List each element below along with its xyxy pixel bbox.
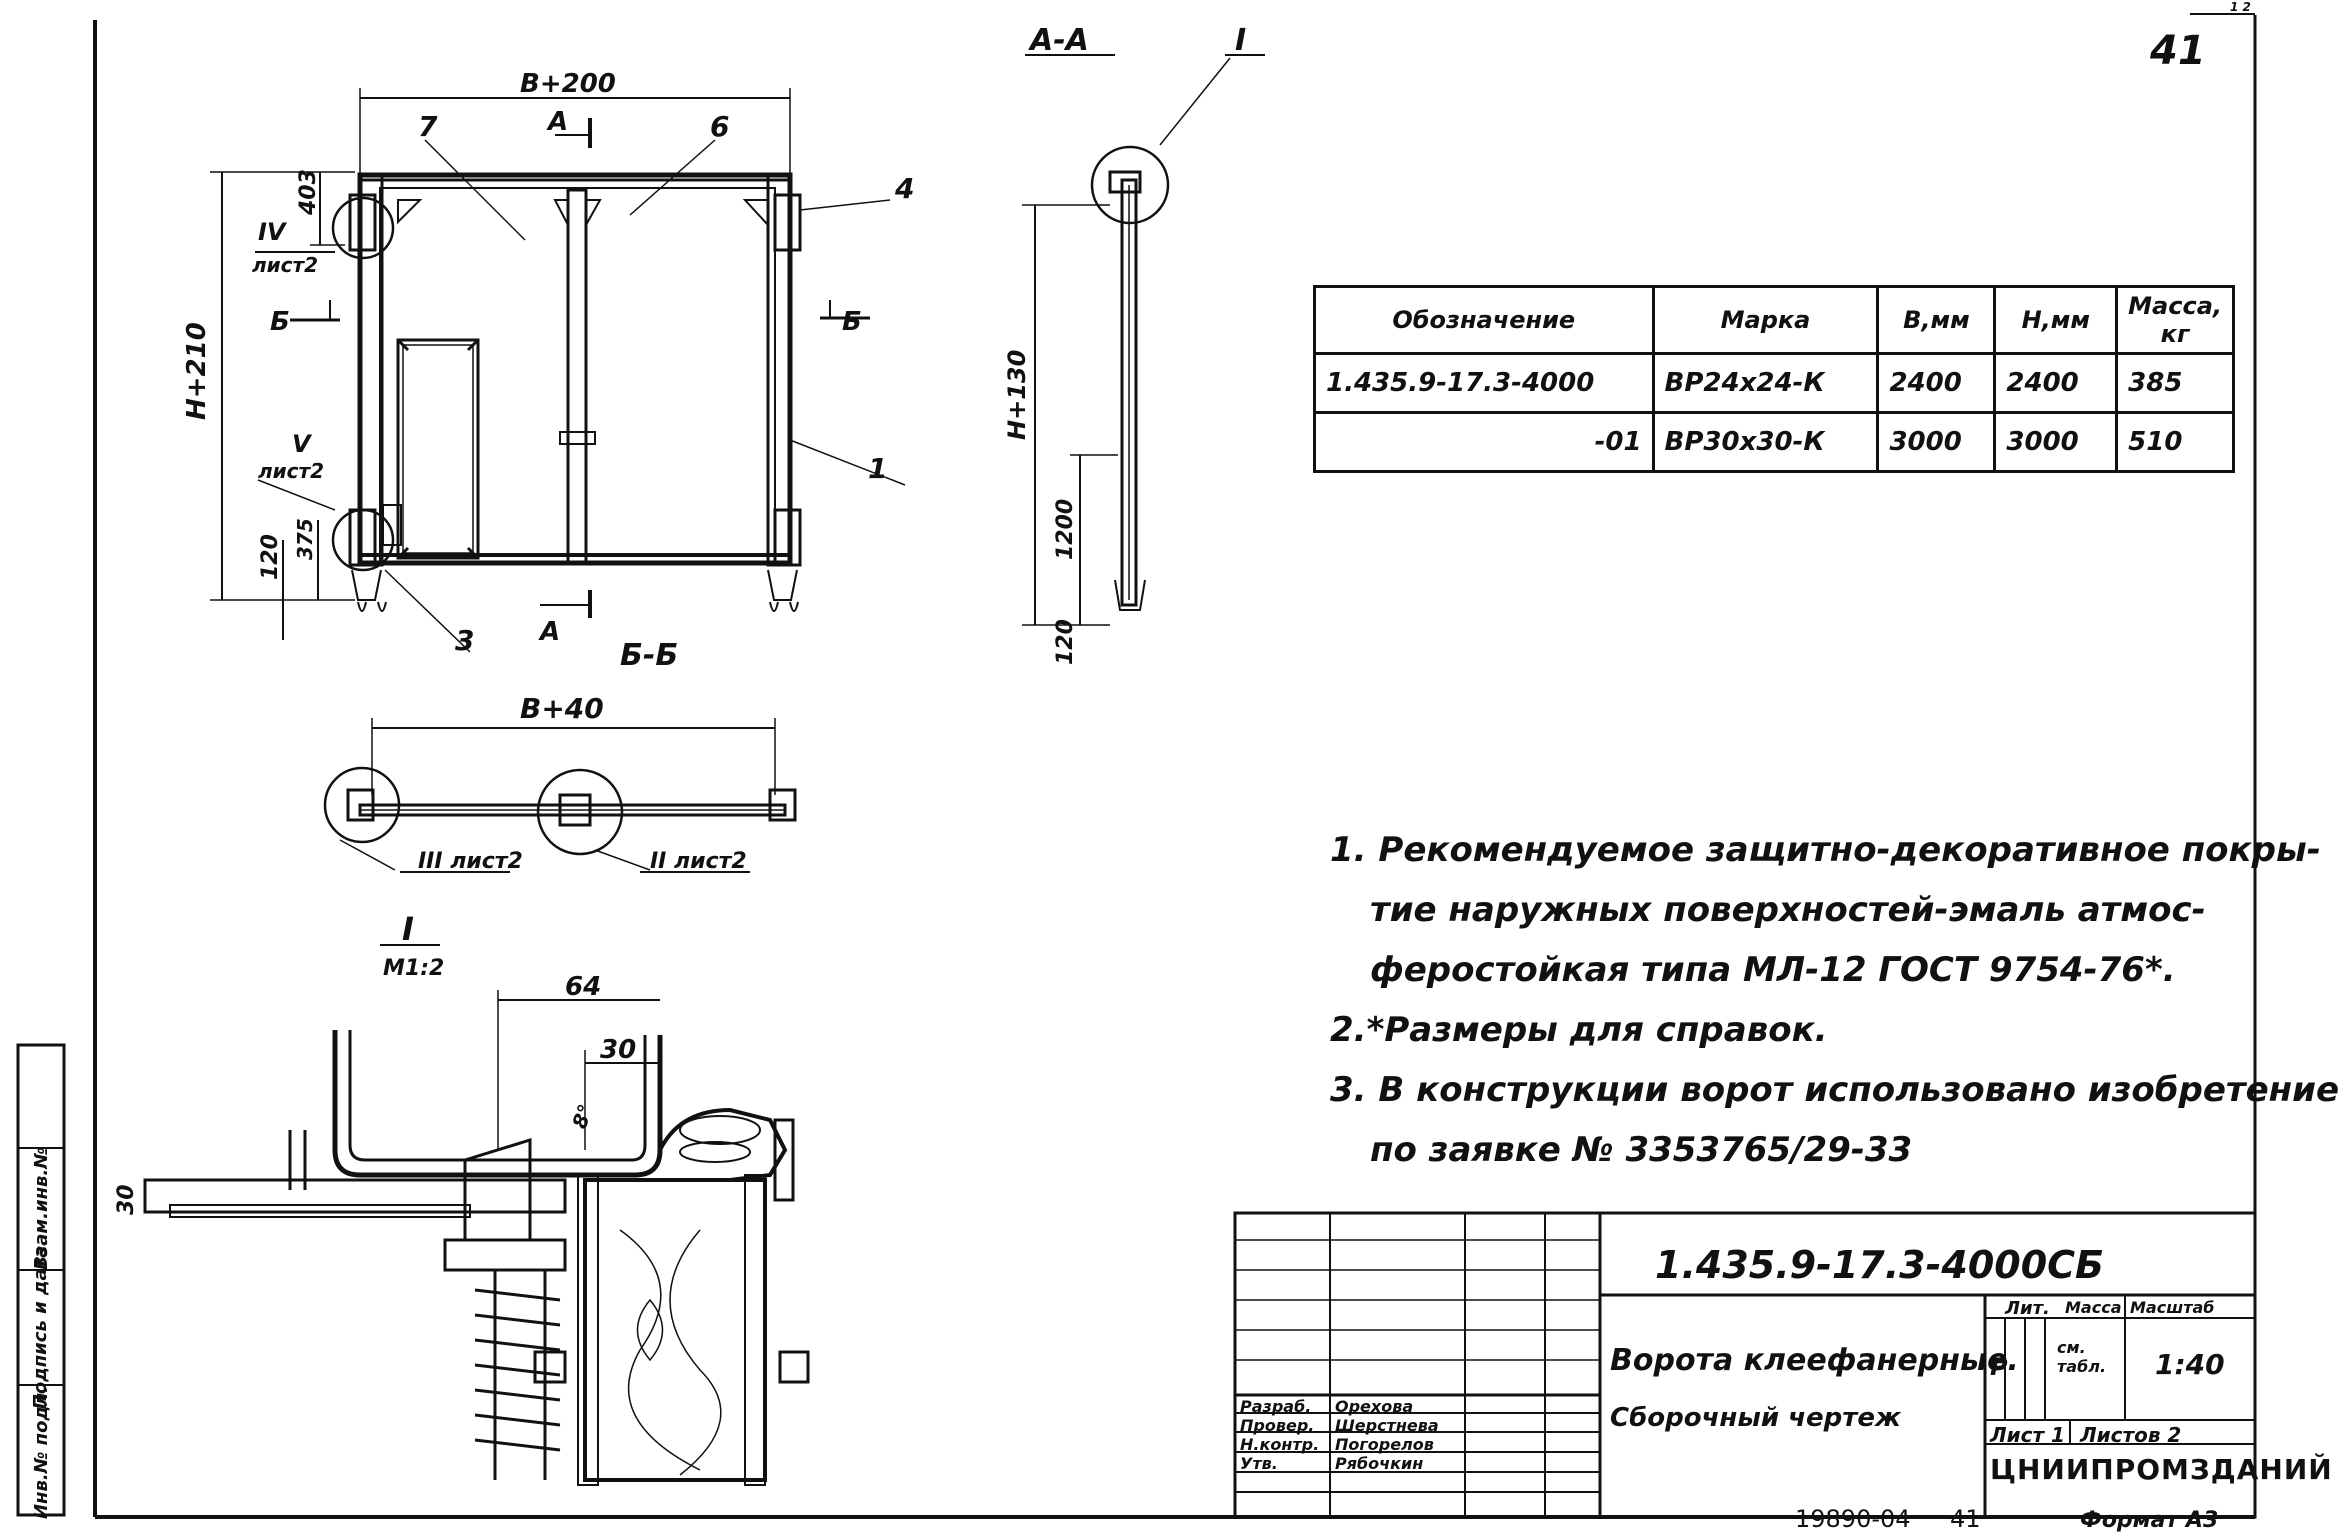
note-line: тие наружных поверхностей-эмаль атмос- bbox=[1370, 890, 2206, 930]
part-6-label: 6 bbox=[710, 110, 729, 143]
spec-cell: 385 bbox=[2115, 352, 2235, 414]
detail-dim-64: 64 bbox=[565, 972, 601, 1002]
spec-cell: 3000 bbox=[1876, 411, 1997, 473]
role-name: Погорелов bbox=[1335, 1435, 1434, 1454]
spec-cell: ВР30х30-К bbox=[1651, 411, 1880, 473]
side-stamp-text: Подпись и дата bbox=[30, 1245, 52, 1410]
callout-iii-label: III лист2 bbox=[418, 849, 523, 874]
role-label: Провер. bbox=[1240, 1416, 1315, 1435]
mass-value: см. табл. bbox=[2057, 1338, 2107, 1376]
note-line: 3. В конструкции ворот использовано изоб… bbox=[1330, 1070, 2339, 1110]
section-a-bottom-label: А bbox=[538, 617, 560, 647]
detail-dim-30: 30 bbox=[600, 1035, 636, 1065]
section-aa-view bbox=[1022, 54, 1265, 626]
side-stamp: Инв.№ подл. Подпись и дата Взам.инв.№ bbox=[18, 1045, 64, 1519]
side-stamp-cell: Взам.инв.№ bbox=[18, 1146, 64, 1270]
section-a-top-label: А bbox=[546, 107, 568, 137]
detail-dim-30v: 30 bbox=[114, 1184, 139, 1215]
sheets-label: Листов 2 bbox=[2080, 1423, 2182, 1447]
spec-cell: 2400 bbox=[1993, 352, 2119, 414]
main-gate-view bbox=[210, 88, 906, 653]
section-b-left-label: Б bbox=[270, 307, 290, 337]
spec-cell: 3000 bbox=[1993, 411, 2119, 473]
note-line: 1. Рекомендуемое защитно-декоративное по… bbox=[1330, 830, 2321, 870]
dim-width-label: В+200 bbox=[520, 69, 616, 99]
spec-row: 1.435.9-17.3-4000 ВР24х24-К 2400 2400 38… bbox=[1313, 352, 2235, 414]
dim-bottom2-label: 375 bbox=[293, 518, 317, 560]
title-designation: 1.435.9-17.3-4000СБ bbox=[1655, 1243, 2104, 1287]
section-aa-dim-height: Н+130 bbox=[1003, 350, 1031, 440]
lit-value: Р bbox=[1990, 1353, 2008, 1381]
spec-header-width: В,мм bbox=[1876, 285, 1997, 355]
scale-label: Масштаб bbox=[2130, 1298, 2215, 1317]
spec-header-mass: Масса, кг bbox=[2115, 285, 2235, 355]
dim-height-label: Н+210 bbox=[182, 322, 212, 420]
footer-sheet-no: 41 bbox=[1950, 1505, 1981, 1533]
mass-label: Масса bbox=[2065, 1298, 2122, 1317]
note-line: 2.*Размеры для справок. bbox=[1330, 1010, 1828, 1050]
section-aa-dim-bottom: 120 bbox=[1053, 619, 1078, 665]
section-aa-dim-mid: 1200 bbox=[1053, 499, 1078, 560]
note-line: феростойкая типа МЛ-12 ГОСТ 9754-76*. bbox=[1370, 950, 2176, 990]
part-7-label: 7 bbox=[418, 110, 438, 143]
callout-iv-sheet: лист2 bbox=[252, 253, 318, 277]
section-bb-view bbox=[323, 718, 797, 873]
part-4-label: 4 bbox=[894, 172, 914, 205]
footer-format: Формат А3 bbox=[2080, 1508, 2219, 1533]
part-1-label: 1 bbox=[868, 452, 887, 485]
drawing-canvas: В+200 Н+210 403 120 375 А А Б Б 7 6 4 1 … bbox=[16, 13, 2257, 1519]
callout-ii-label: II лист2 bbox=[650, 849, 747, 874]
spec-table: Обозначение Марка В,мм Н,мм Масса, кг 1.… bbox=[1313, 285, 2235, 473]
role-name: Рябочкин bbox=[1335, 1454, 1424, 1473]
section-aa-title: А-А bbox=[1028, 23, 1089, 58]
detail-i-scale: М1:2 bbox=[383, 956, 444, 981]
section-b-right-label: Б bbox=[842, 307, 862, 337]
sheet-label: Лист 1 bbox=[1990, 1423, 2065, 1447]
callout-v-sheet: лист2 bbox=[258, 459, 324, 483]
dim-bottom-label: 120 bbox=[258, 534, 283, 580]
callout-v-label: V bbox=[292, 430, 313, 458]
spec-cell: 1.435.9-17.3-4000 bbox=[1313, 352, 1655, 414]
section-bb-title: Б-Б bbox=[620, 638, 678, 673]
title-block-frame bbox=[1233, 1211, 2257, 1519]
drawing-sheet: В+200 Н+210 403 120 375 А А Б Б 7 6 4 1 … bbox=[16, 0, 2339, 1533]
page-number: 41 bbox=[2150, 28, 2206, 74]
footer-code: 19890-04 bbox=[1795, 1505, 1911, 1533]
detail-dim-angle: 8° bbox=[567, 1101, 598, 1132]
spec-header-row: Обозначение Марка В,мм Н,мм Масса, кг bbox=[1313, 285, 2235, 355]
part-3-label: 3 bbox=[455, 624, 474, 657]
spec-header-mark: Марка bbox=[1651, 285, 1880, 355]
detail-i-title: I bbox=[402, 910, 414, 948]
side-stamp-frame bbox=[16, 1043, 66, 1517]
spec-header-designation: Обозначение bbox=[1313, 285, 1655, 355]
role-name: Шерстнева bbox=[1335, 1416, 1439, 1435]
title-block: 1.435.9-17.3-4000СБ Ворота клеефанерные.… bbox=[1235, 1213, 2332, 1513]
spec-cell: 510 bbox=[2115, 411, 2235, 473]
side-stamp-text: Взам.инв.№ bbox=[30, 1146, 52, 1270]
lit-label: Лит. bbox=[2005, 1298, 2050, 1319]
role-label: Н.контр. bbox=[1240, 1435, 1320, 1454]
spec-row: -01 ВР30х30-К 3000 3000 510 bbox=[1313, 411, 2235, 473]
scale-value: 1:40 bbox=[2155, 1348, 2225, 1381]
notes-block: 1. Рекомендуемое защитно-декоративное по… bbox=[1330, 820, 2339, 1180]
spec-cell: 2400 bbox=[1876, 352, 1997, 414]
detail-i-view bbox=[143, 944, 810, 1486]
dim-top-label: 403 bbox=[296, 169, 321, 216]
section-bb-dim: В+40 bbox=[520, 692, 604, 725]
spec-cell: -01 bbox=[1313, 411, 1655, 473]
corner-mark: 1 2 bbox=[2230, 0, 2251, 14]
callout-iv-label: IV bbox=[258, 218, 288, 246]
title-name-line1: Ворота клеефанерные. bbox=[1610, 1343, 2019, 1378]
spec-header-height: Н,мм bbox=[1993, 285, 2119, 355]
spec-cell: ВР24х24-К bbox=[1651, 352, 1880, 414]
callout-i-label: I bbox=[1235, 23, 1246, 58]
role-label: Разраб. bbox=[1240, 1397, 1312, 1416]
org-name: ЦНИИПРОМЗДАНИЙ bbox=[1990, 1453, 2333, 1486]
title-name-line2: Сборочный чертеж bbox=[1610, 1403, 1901, 1433]
role-name: Орехова bbox=[1335, 1397, 1414, 1416]
role-label: Утв. bbox=[1240, 1454, 1278, 1473]
side-stamp-cell: Подпись и дата bbox=[18, 1246, 64, 1409]
note-line: по заявке № 3353765/29-33 bbox=[1370, 1130, 1913, 1170]
